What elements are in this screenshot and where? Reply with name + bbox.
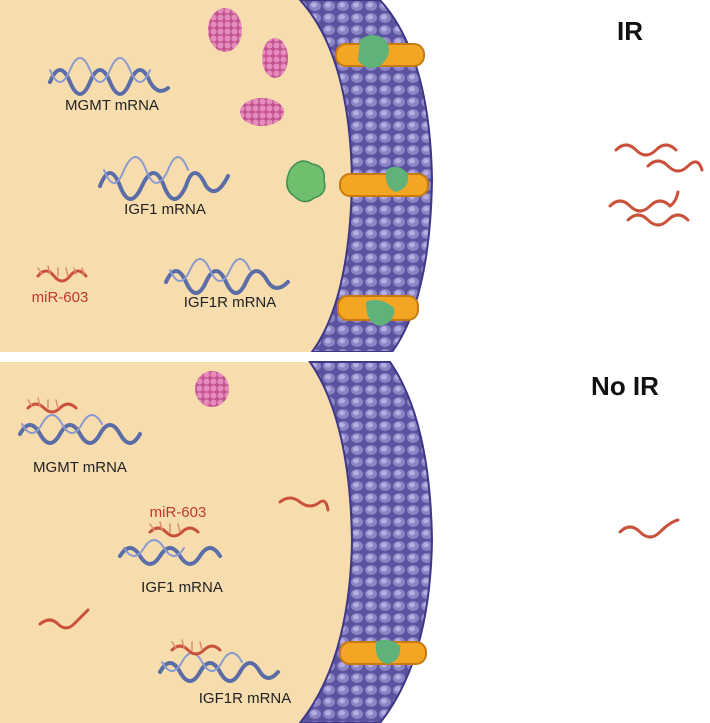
mirna-strand-icon — [618, 518, 680, 539]
receptor-icon — [339, 639, 427, 665]
mrna-strand-icon — [158, 652, 280, 683]
mirna-strand-icon — [36, 265, 88, 283]
label-mgmt-mrna: MGMT mRNA — [33, 459, 127, 476]
panel-title-ir: IR — [617, 16, 643, 46]
protein-cluster-icon — [208, 8, 288, 126]
mirna-strand-icon — [38, 608, 90, 630]
mrna-strand-icon — [164, 258, 290, 295]
mirna-strand-icon — [170, 639, 222, 656]
receptor-icon — [339, 166, 429, 197]
label-igf1-mrna: IGF1 mRNA — [124, 201, 206, 218]
panel-divider — [0, 352, 710, 362]
label-igf1r-mrna: IGF1R mRNA — [184, 294, 277, 311]
protein-cluster-icon — [195, 371, 229, 407]
mrna-strand-icon — [18, 414, 142, 445]
panel-no-ir: No IR MGMT mRNA miR-603 IGF1 mRNA IGF1R … — [0, 361, 680, 723]
label-igf1-mrna: IGF1 mRNA — [141, 579, 223, 596]
protein-icon — [286, 160, 326, 203]
receptor-icon — [337, 295, 419, 326]
label-mgmt-mrna: MGMT mRNA — [65, 97, 159, 114]
mrna-strand-icon — [48, 57, 170, 96]
mrna-strand-icon — [98, 156, 230, 201]
mirna-strand-icon — [278, 496, 330, 512]
cytoplasm-no-ir — [0, 362, 352, 723]
mirna-strand-icon — [26, 397, 78, 414]
mirna-strand-icon — [148, 521, 200, 538]
panel-ir: IR MGMT mRNA IGF1 mRNA IGF1R mRNA miR-60… — [0, 0, 704, 353]
receptor-icon — [335, 35, 425, 68]
label-mir-603: miR-603 — [32, 289, 89, 306]
panel-title-no-ir: No IR — [591, 371, 659, 401]
label-mir-603: miR-603 — [150, 504, 207, 521]
mrna-strand-icon — [118, 539, 222, 566]
mirna-strand-icon — [608, 143, 704, 227]
label-igf1r-mrna: IGF1R mRNA — [199, 690, 292, 707]
membrane-no-ir — [298, 361, 434, 723]
